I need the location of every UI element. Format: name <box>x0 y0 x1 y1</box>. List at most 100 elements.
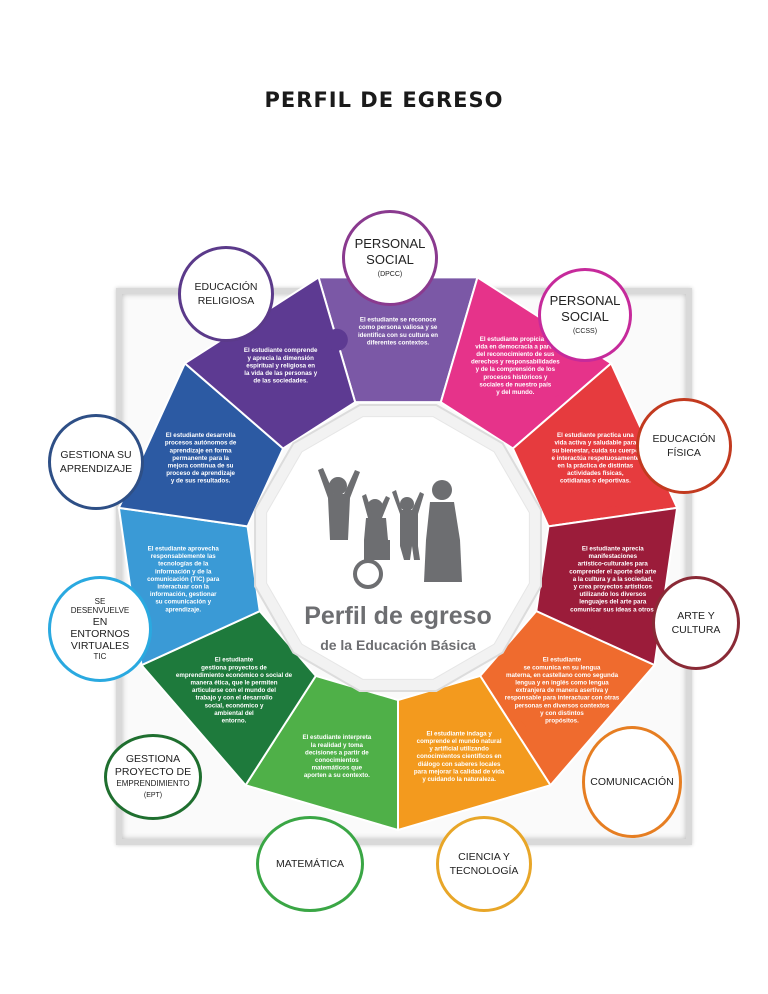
bubble-code: TIC <box>93 651 107 661</box>
segment-text-line: vida activa y saludable para <box>554 440 636 447</box>
segment-text-line: conocimientos científicos en <box>417 753 502 760</box>
segment-text-line: cotidianas o deportivas. <box>560 478 631 485</box>
segment-text-line: proceso de aprendizaje <box>166 470 235 477</box>
segment-text-line: El estudiante indaga y <box>426 730 492 737</box>
bubble-code: (EPT) <box>143 792 163 800</box>
segment-text-line: y cuidando la naturaleza. <box>422 776 496 783</box>
segment-text-line: aprendizaje. <box>165 606 201 613</box>
segment-text-line: articularse con el mundo del <box>192 687 276 694</box>
bubble-label: CULTURA <box>671 624 721 636</box>
segment-text-line: y de la comprensión de los <box>476 366 556 373</box>
segment-text-line: de las sociedades. <box>253 378 308 385</box>
people-silhouette <box>318 468 462 589</box>
bubble-label: RELIGIOSA <box>197 295 255 307</box>
segment-text-line: información, gestionar <box>150 591 217 598</box>
segment-text-line: actividades físicas, <box>567 470 624 477</box>
segment-text-line: interactuar con la <box>157 583 209 590</box>
segment-text-line: utilizando los diversos <box>579 591 646 598</box>
segment-text-line: manifestaciones <box>589 553 638 560</box>
bubble-emprendimiento: GESTIONA PROYECTO DE EMPRENDIMIENTO (EPT… <box>104 734 202 820</box>
center-title: Perfil de egreso <box>304 602 492 630</box>
segment-text-line: extranjera de manera asertiva y <box>516 687 609 694</box>
bubble-ciencia-tecnologia: CIENCIA Y TECNOLOGÍA <box>436 816 532 912</box>
segment-text-line: responsablemente las <box>151 553 217 560</box>
bubble-label: PROYECTO DE <box>114 766 192 779</box>
segment-text-line: a la cultura y a la sociedad, <box>573 576 653 583</box>
segment-text-line: materna, en castellano como segunda <box>506 672 619 679</box>
segment-text-line: manera ética, que le permiten <box>190 680 277 687</box>
segment-text-line: lengua y en inglés como lengua <box>515 680 609 687</box>
bubble-label: GESTIONA <box>125 753 181 765</box>
segment-text-line: la vida de las personas y <box>244 370 317 377</box>
segment-text-line: se comunica en su lengua <box>523 664 601 671</box>
segment-text-line: como persona valiosa y se <box>359 324 438 331</box>
segment-text-line: diferentes contextos. <box>367 339 430 346</box>
segment-text-line: vida en democracia a partir <box>475 343 556 350</box>
segment-text-line: mejora continua de su <box>168 462 234 469</box>
segment-text-line: comunicación (TIC) para <box>147 576 220 583</box>
bubble-label: COMUNICACIÓN <box>590 775 674 788</box>
segment-text-line: responsable para interactuar con otras <box>505 695 620 702</box>
bubble-label: APRENDIZAJE <box>59 463 133 475</box>
bubble-label: EMPRENDIMIENTO <box>116 779 190 789</box>
bubble-label: ARTE Y <box>677 609 715 622</box>
segment-text-line: personas en diversos contextos <box>515 702 610 709</box>
bubble-label: TECNOLOGÍA <box>449 865 519 877</box>
segment-text-line: conocimientos <box>315 757 359 764</box>
segment-text-line: propósitos. <box>545 718 579 725</box>
segment-text-line: emprendimiento económico o social de <box>176 672 293 679</box>
segment-text-line: del reconocimiento de sus <box>476 351 555 358</box>
segment-text-line: la realidad y toma <box>311 742 364 749</box>
bubble-label: DESENVUELVE <box>70 606 130 616</box>
segment-text-line: El estudiante <box>215 657 254 664</box>
bubble-label: MATEMÁTICA <box>275 857 345 870</box>
bubble-label: SE <box>94 597 106 607</box>
segment-text-line: permanente para la <box>172 455 229 462</box>
bubble-label: EN <box>92 615 108 628</box>
segments-layer <box>117 275 679 832</box>
segment-text-line: en la práctica de distintas <box>558 462 634 469</box>
segment-text-line: matemáticos que <box>312 765 363 772</box>
segment-text-line: su comunicación y <box>155 599 211 606</box>
segment-text-line: El estudiante desarrolla <box>166 432 236 439</box>
segment-text-line: diálogo con saberes locales <box>418 761 501 768</box>
bubble-comunicacion: COMUNICACIÓN <box>582 726 682 838</box>
segment-text-line: y artificial utilizando <box>429 746 489 753</box>
segment-text-line: derechos y responsabilidades <box>471 359 560 366</box>
segment-text-line: El estudiante se reconoce <box>360 317 437 324</box>
segment-text-line: lenguajes del arte para <box>579 599 647 606</box>
bubble-label: FÍSICA <box>667 447 701 459</box>
bubble-label: GESTIONA SU <box>60 448 132 461</box>
bubble-label: ENTORNOS <box>70 627 130 640</box>
segment-text-line: aporten a su contexto. <box>304 772 370 779</box>
segment-text-line: El estudiante <box>543 657 582 664</box>
segment-text-line: e interactúa respetuosamente <box>552 455 640 462</box>
bubble-label: EDUCACIÓN <box>194 280 258 293</box>
segment-text-line: comprender el aporte del arte <box>569 568 657 575</box>
segment-text-line: tecnologías de la <box>158 561 209 568</box>
segment-text-line: El estudiante aprovecha <box>148 545 220 552</box>
segment-text-line: El estudiante comprende <box>244 347 318 354</box>
segment-text-line: ambiental del <box>214 710 254 717</box>
segment-text-line: procesos históricos y <box>483 374 548 381</box>
segment-text-line: El estudiante propicia la <box>480 336 552 343</box>
segment-text-line: y del mundo. <box>496 389 534 396</box>
segment-text-line: y de sus resultados. <box>171 478 231 485</box>
segment-text-line: comprende el mundo natural <box>417 738 502 745</box>
bubble-label: CIENCIA Y <box>458 850 510 863</box>
segment-text-line: decisiones a partir de <box>305 749 369 756</box>
bubble-entornos-virtuales: SE DESENVUELVE EN ENTORNOS VIRTUALES TIC <box>48 576 152 682</box>
segment-text-line: social, económico y <box>205 702 264 709</box>
segment-text-line: trabajo y con el desarrollo <box>195 695 272 702</box>
